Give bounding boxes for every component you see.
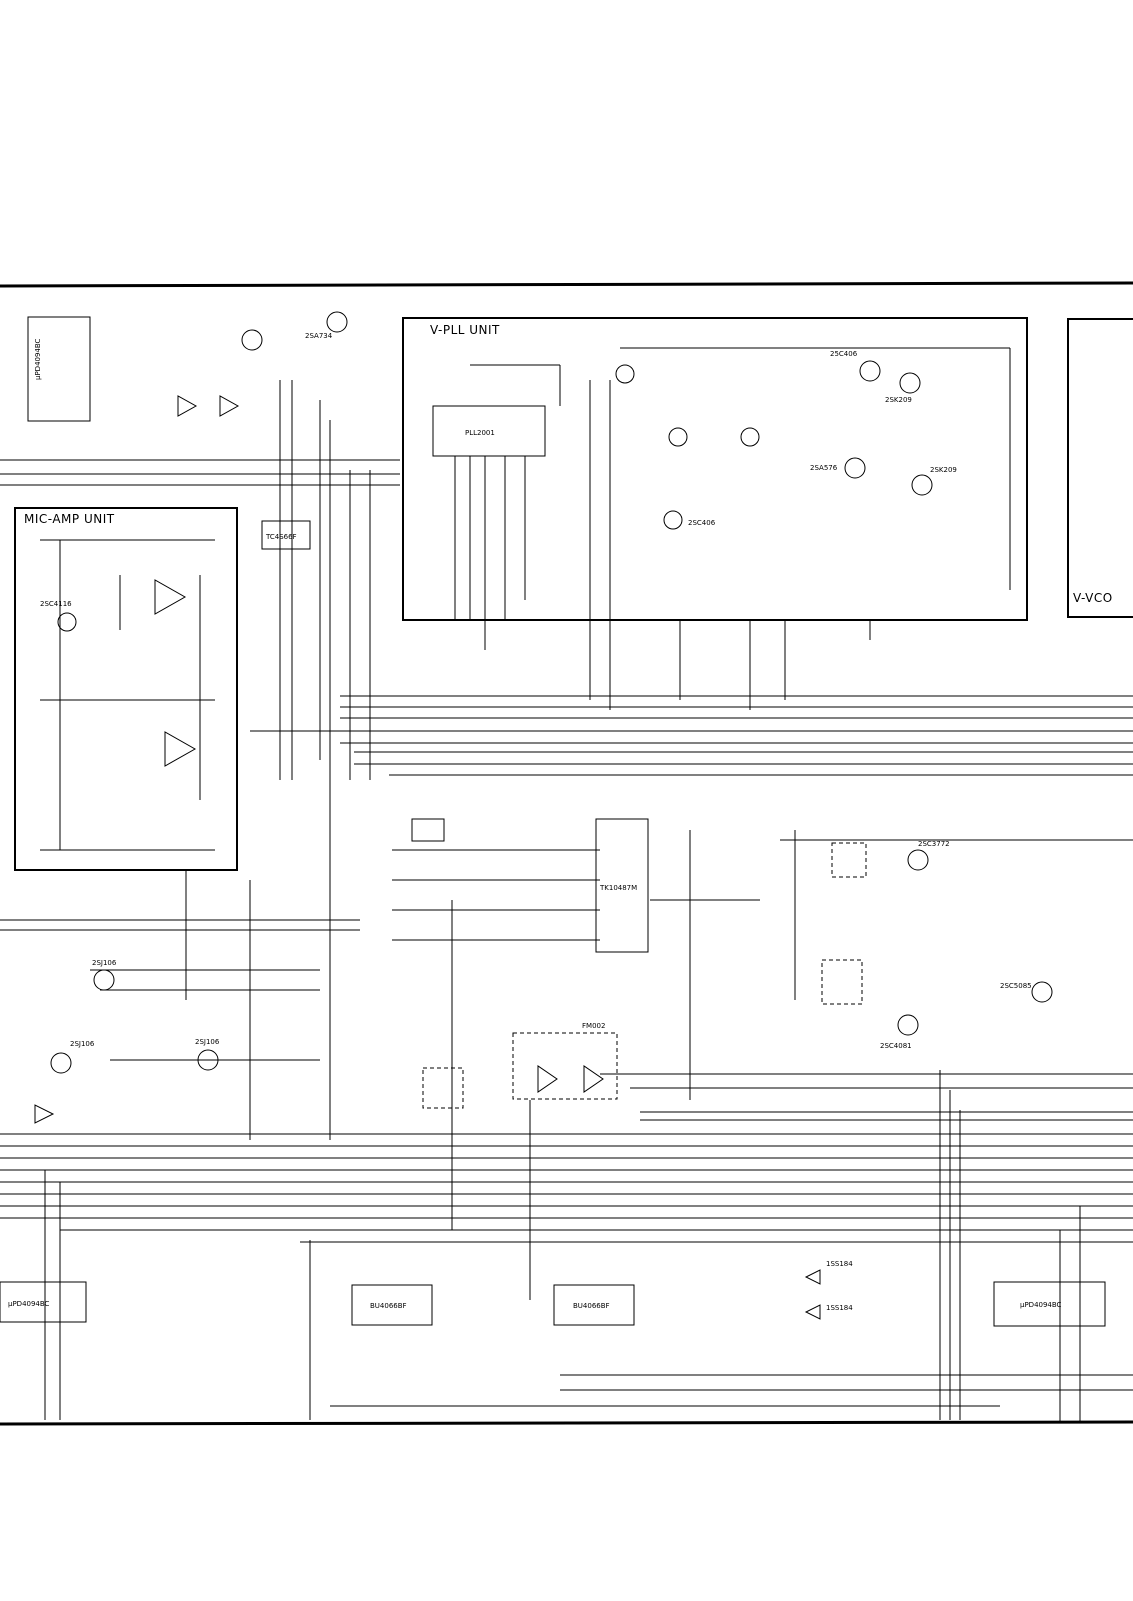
q8-label: 2SA734	[305, 332, 333, 340]
ic10-label: BU4066BF	[573, 1302, 610, 1310]
q20-label: 2SC4081	[880, 1042, 912, 1050]
d25-label: 1SS184	[826, 1304, 853, 1312]
v-vco-unit-box	[1067, 318, 1133, 618]
v-pll-verticals	[454, 347, 1011, 710]
ic10-body	[553, 1284, 635, 1326]
q21-dashed-box	[512, 1032, 618, 1100]
bus-lines	[0, 459, 1133, 1407]
ic4-body	[595, 818, 649, 953]
transistors	[50, 311, 1053, 1074]
ic1-pll-body	[432, 405, 546, 457]
d-dashed-box-3	[831, 842, 867, 878]
d-dashed-box-1	[422, 1067, 464, 1109]
frame-bottom-border	[0, 1420, 1133, 1426]
q19-label: 2SJ106	[195, 1038, 220, 1046]
frame-top-border	[0, 281, 1133, 288]
ic1-pll-label: PLL2001	[465, 429, 495, 437]
q7-label: 2SA576	[810, 464, 838, 472]
q6-label: 2SK209	[930, 466, 957, 474]
mic-amp-unit-box	[14, 507, 238, 871]
ic-left-top-label: µPD4094BC	[34, 338, 42, 380]
q5-label: 2SK209	[885, 396, 912, 404]
ic-small-box	[411, 818, 445, 842]
ic-left-bottom-body	[0, 1281, 87, 1323]
q48-label: 2SC3772	[918, 840, 950, 848]
v-vco-unit-label: V-VCO	[1073, 591, 1113, 605]
ic-left-top-body	[27, 316, 91, 422]
q1-mic-label: 2SC4116	[40, 600, 72, 608]
d-dashed-box-2	[821, 959, 863, 1005]
ic-right-bottom-label: µPD4094BC	[1020, 1301, 1062, 1309]
q18-label: 2SJ106	[92, 959, 117, 967]
q4-label: 25C406	[830, 350, 858, 358]
ic4-label: TK10487M	[599, 884, 637, 892]
d24-label: 1SS184	[826, 1260, 853, 1268]
ic9-label: BU4066BF	[370, 1302, 407, 1310]
mic-amp-internals	[40, 539, 215, 851]
q21-label: FM002	[582, 1022, 605, 1030]
ic3-box	[261, 520, 311, 550]
d2-label: 2SC406	[688, 519, 716, 527]
buffers	[34, 395, 821, 1320]
ic9-body	[351, 1284, 433, 1326]
misc-wiring	[44, 380, 1133, 1422]
q17-label: 2SJ106	[70, 1040, 95, 1048]
v-pll-unit-label: V-PLL UNIT	[430, 323, 500, 337]
ic-right-bottom-body	[993, 1281, 1106, 1327]
ic-left-bottom-label: µPD4094BC	[8, 1300, 50, 1308]
q22-label: 2SC5085	[1000, 982, 1032, 990]
mic-amp-unit-label: MIC-AMP UNIT	[24, 512, 115, 526]
ic3-label: TC4S66F	[265, 533, 297, 541]
